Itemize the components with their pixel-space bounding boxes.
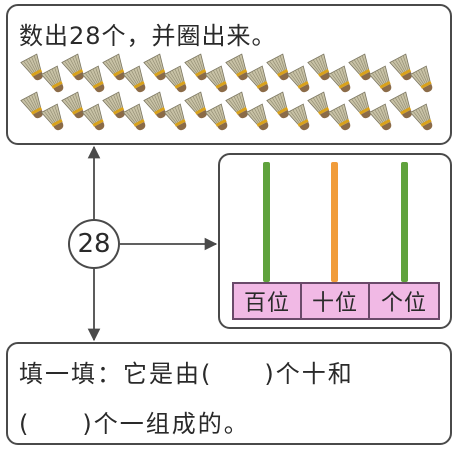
fill-in-panel: 填一填：它是由( )个十和 ( )个一组成的。: [6, 342, 452, 445]
shuttlecock: [143, 53, 166, 81]
shuttlecock: [225, 53, 248, 81]
hundreds-rod: [263, 162, 270, 282]
shuttlecock: [266, 91, 289, 119]
shuttlecock: [40, 103, 64, 131]
shuttlecock: [286, 65, 310, 93]
ones-rod: [401, 162, 408, 282]
label-hundreds: 百位: [232, 282, 302, 320]
shuttlecock: [368, 103, 392, 131]
shuttlecock: [204, 65, 228, 93]
shuttlecock: [327, 103, 351, 131]
shuttlecock: [307, 53, 330, 81]
shuttlecock: [307, 91, 330, 119]
shuttlecock: [286, 103, 310, 131]
shuttlecock: [245, 103, 269, 131]
shuttlecock: [389, 91, 412, 119]
shuttlecock: [40, 65, 64, 93]
shuttlecock: [102, 91, 125, 119]
shuttlecock: [389, 53, 412, 81]
tens-rod: [331, 162, 338, 282]
shuttlecock: [122, 103, 146, 131]
shuttlecock: [409, 103, 433, 131]
shuttlecock: [163, 65, 187, 93]
shuttlecock: [102, 53, 125, 81]
shuttlecock: [266, 53, 289, 81]
shuttlecock: [245, 65, 269, 93]
label-ones: 个位: [368, 282, 440, 320]
shuttlecock: [20, 53, 43, 81]
shuttlecock: [163, 103, 187, 131]
shuttlecock: [184, 53, 207, 81]
fill-line-2: ( )个一组成的。: [19, 410, 250, 438]
instruction-title: 数出28个，并圈出来。: [19, 22, 277, 50]
shuttlecock: [143, 91, 166, 119]
label-tens: 十位: [300, 282, 370, 320]
shuttlecock: [368, 65, 392, 93]
number-circle: 28: [68, 219, 120, 269]
shuttlecock: [409, 65, 433, 93]
shuttlecock: [61, 91, 84, 119]
shuttlecock: [184, 91, 207, 119]
shuttlecock-group: [20, 53, 433, 131]
shuttlecock: [20, 91, 43, 119]
shuttlecock: [81, 103, 105, 131]
fill-line-1: 填一填：它是由( )个十和: [19, 360, 354, 388]
counting-panel: 数出28个，并圈出来。: [6, 4, 452, 145]
shuttlecock: [348, 53, 371, 81]
shuttlecock: [61, 53, 84, 81]
shuttlecock: [122, 65, 146, 93]
shuttlecock: [81, 65, 105, 93]
shuttlecock: [204, 103, 228, 131]
shuttlecock: [348, 91, 371, 119]
shuttlecock: [327, 65, 351, 93]
shuttlecock: [225, 91, 248, 119]
